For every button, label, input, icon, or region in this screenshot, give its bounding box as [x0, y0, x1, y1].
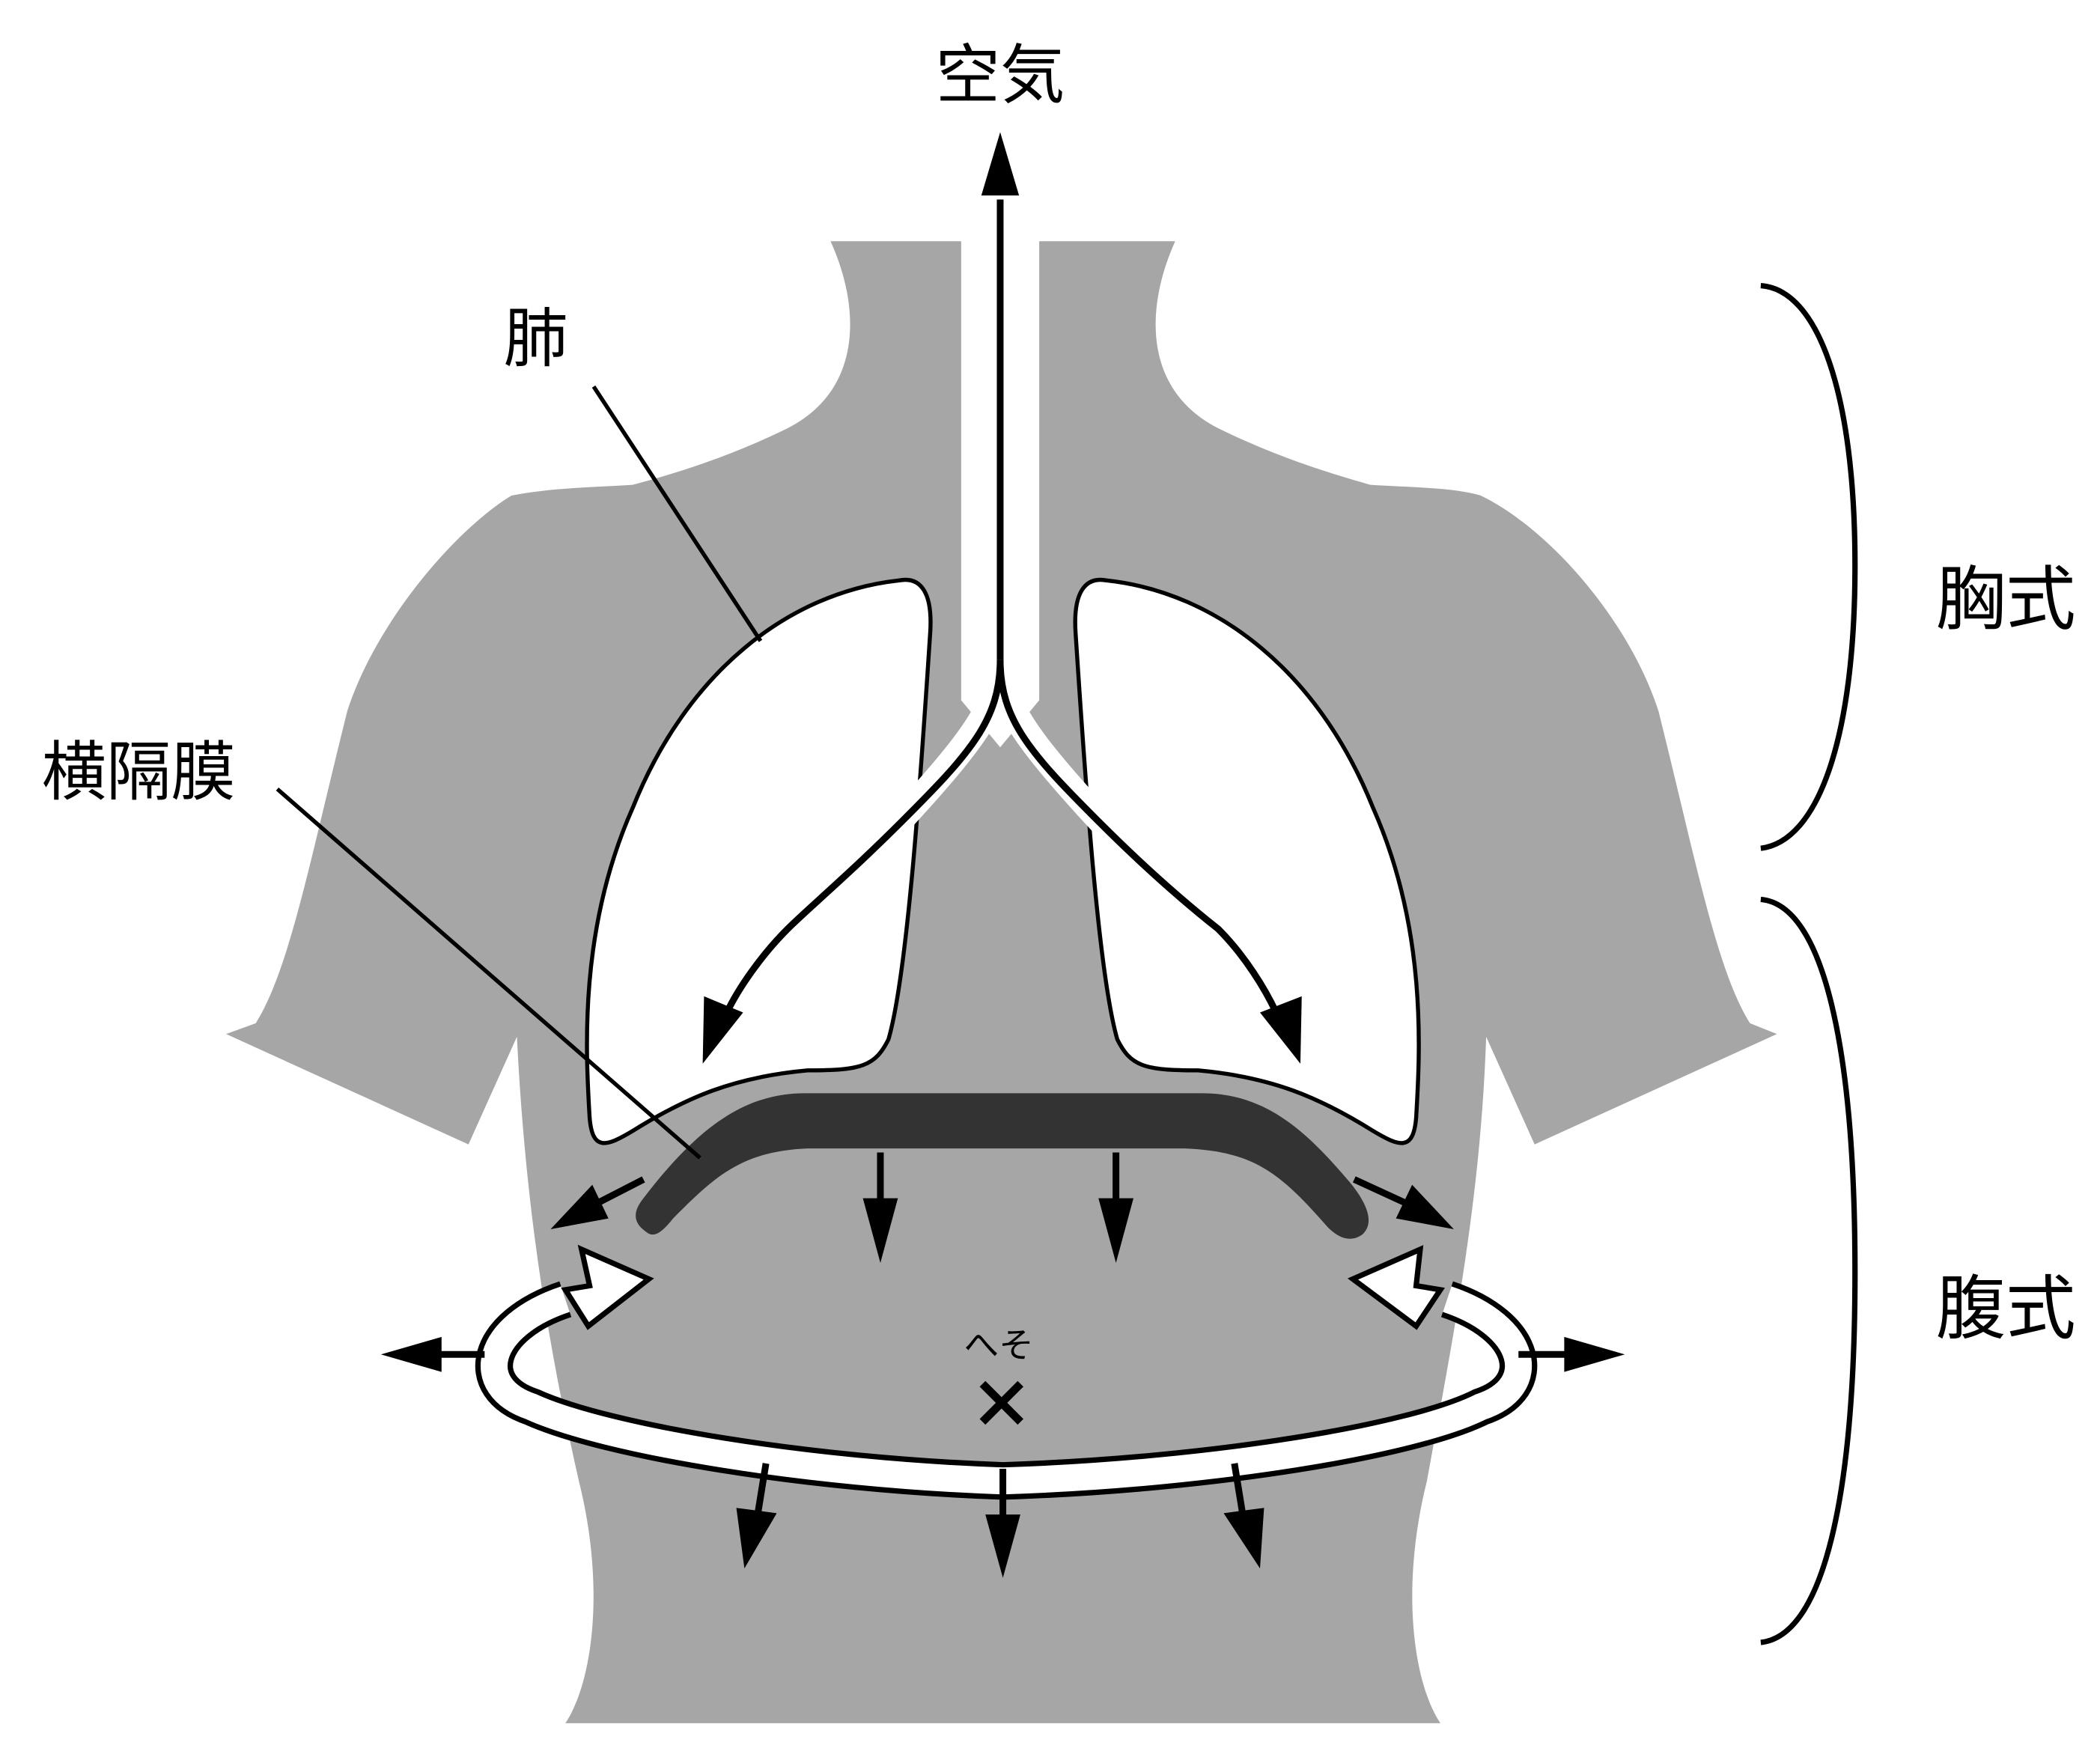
- abdomen-bracket: [1760, 896, 1858, 1645]
- torso-silhouette: [226, 241, 1777, 1723]
- left-lung: [585, 577, 933, 1145]
- lung-label: 肺: [503, 302, 567, 377]
- right-lung: [1073, 577, 1421, 1145]
- chest-bracket: [1760, 282, 1858, 851]
- air-label: 空気: [936, 38, 1065, 113]
- loop-arrow-left: [561, 1244, 654, 1330]
- left-bronchus-arrow: [723, 660, 1004, 1014]
- abdomen-down-arrow-left: [754, 1463, 770, 1514]
- x-mark-icon: [979, 1380, 1023, 1425]
- diaphragm-right-arrow: [1352, 1176, 1406, 1206]
- chest-breathing-label: 胸式: [1936, 559, 2076, 641]
- diaphragm-leader-line: [276, 787, 701, 1160]
- navel-label: へそ: [964, 1326, 1034, 1366]
- diaphragm-band: [636, 1093, 1369, 1239]
- loop-arrow-right: [1347, 1245, 1446, 1330]
- right-bronchus-arrow: [996, 660, 1279, 1014]
- lung-leader-line: [591, 385, 763, 642]
- diaphragm-left-arrow: [597, 1176, 645, 1206]
- diaphragm-label: 横隔膜: [42, 735, 236, 810]
- abdominal-breathing-label: 腹式: [1936, 1268, 2076, 1350]
- abdomen-down-arrow-right: [1231, 1463, 1247, 1514]
